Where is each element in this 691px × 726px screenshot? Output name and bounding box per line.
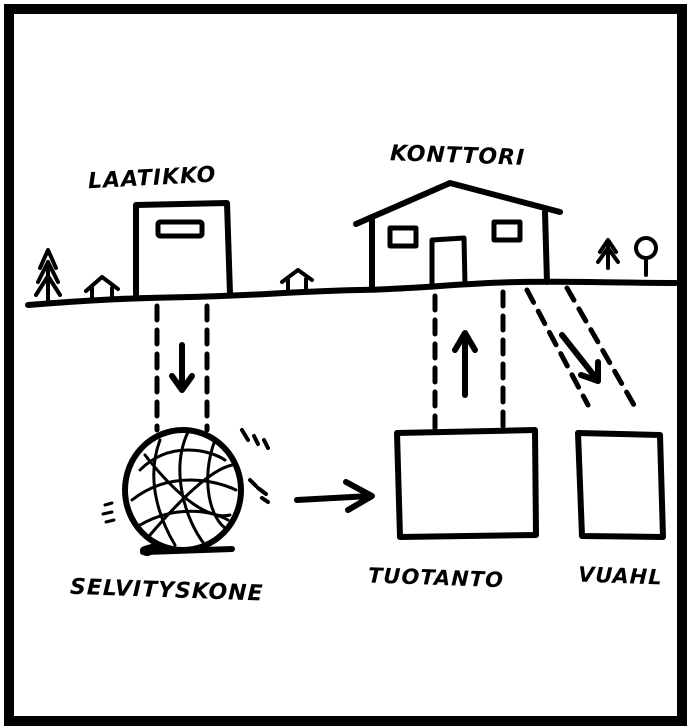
frame-border	[9, 9, 682, 721]
tuotanto-label: TUOTANTO	[368, 563, 505, 592]
third-box-label: VUAHL	[578, 563, 663, 590]
konttori-label: KONTTORI	[390, 141, 526, 171]
